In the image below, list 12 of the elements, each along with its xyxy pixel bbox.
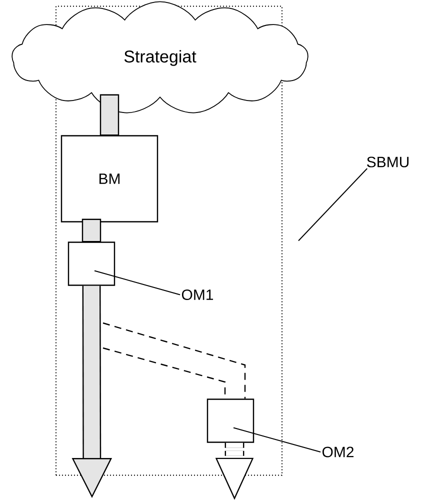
leader-line	[298, 168, 368, 242]
shaft	[82, 218, 102, 242]
leader-line	[94, 270, 181, 296]
label-text: SBMU	[367, 156, 409, 168]
dashed-line	[102, 322, 246, 399]
process-box: BM	[60, 135, 158, 222]
process-box	[206, 398, 254, 443]
leader-line	[233, 427, 322, 452]
label-text: OM2	[322, 446, 354, 458]
label-text: OM1	[182, 289, 214, 300]
shaft	[100, 94, 120, 136]
process-box	[68, 242, 116, 286]
